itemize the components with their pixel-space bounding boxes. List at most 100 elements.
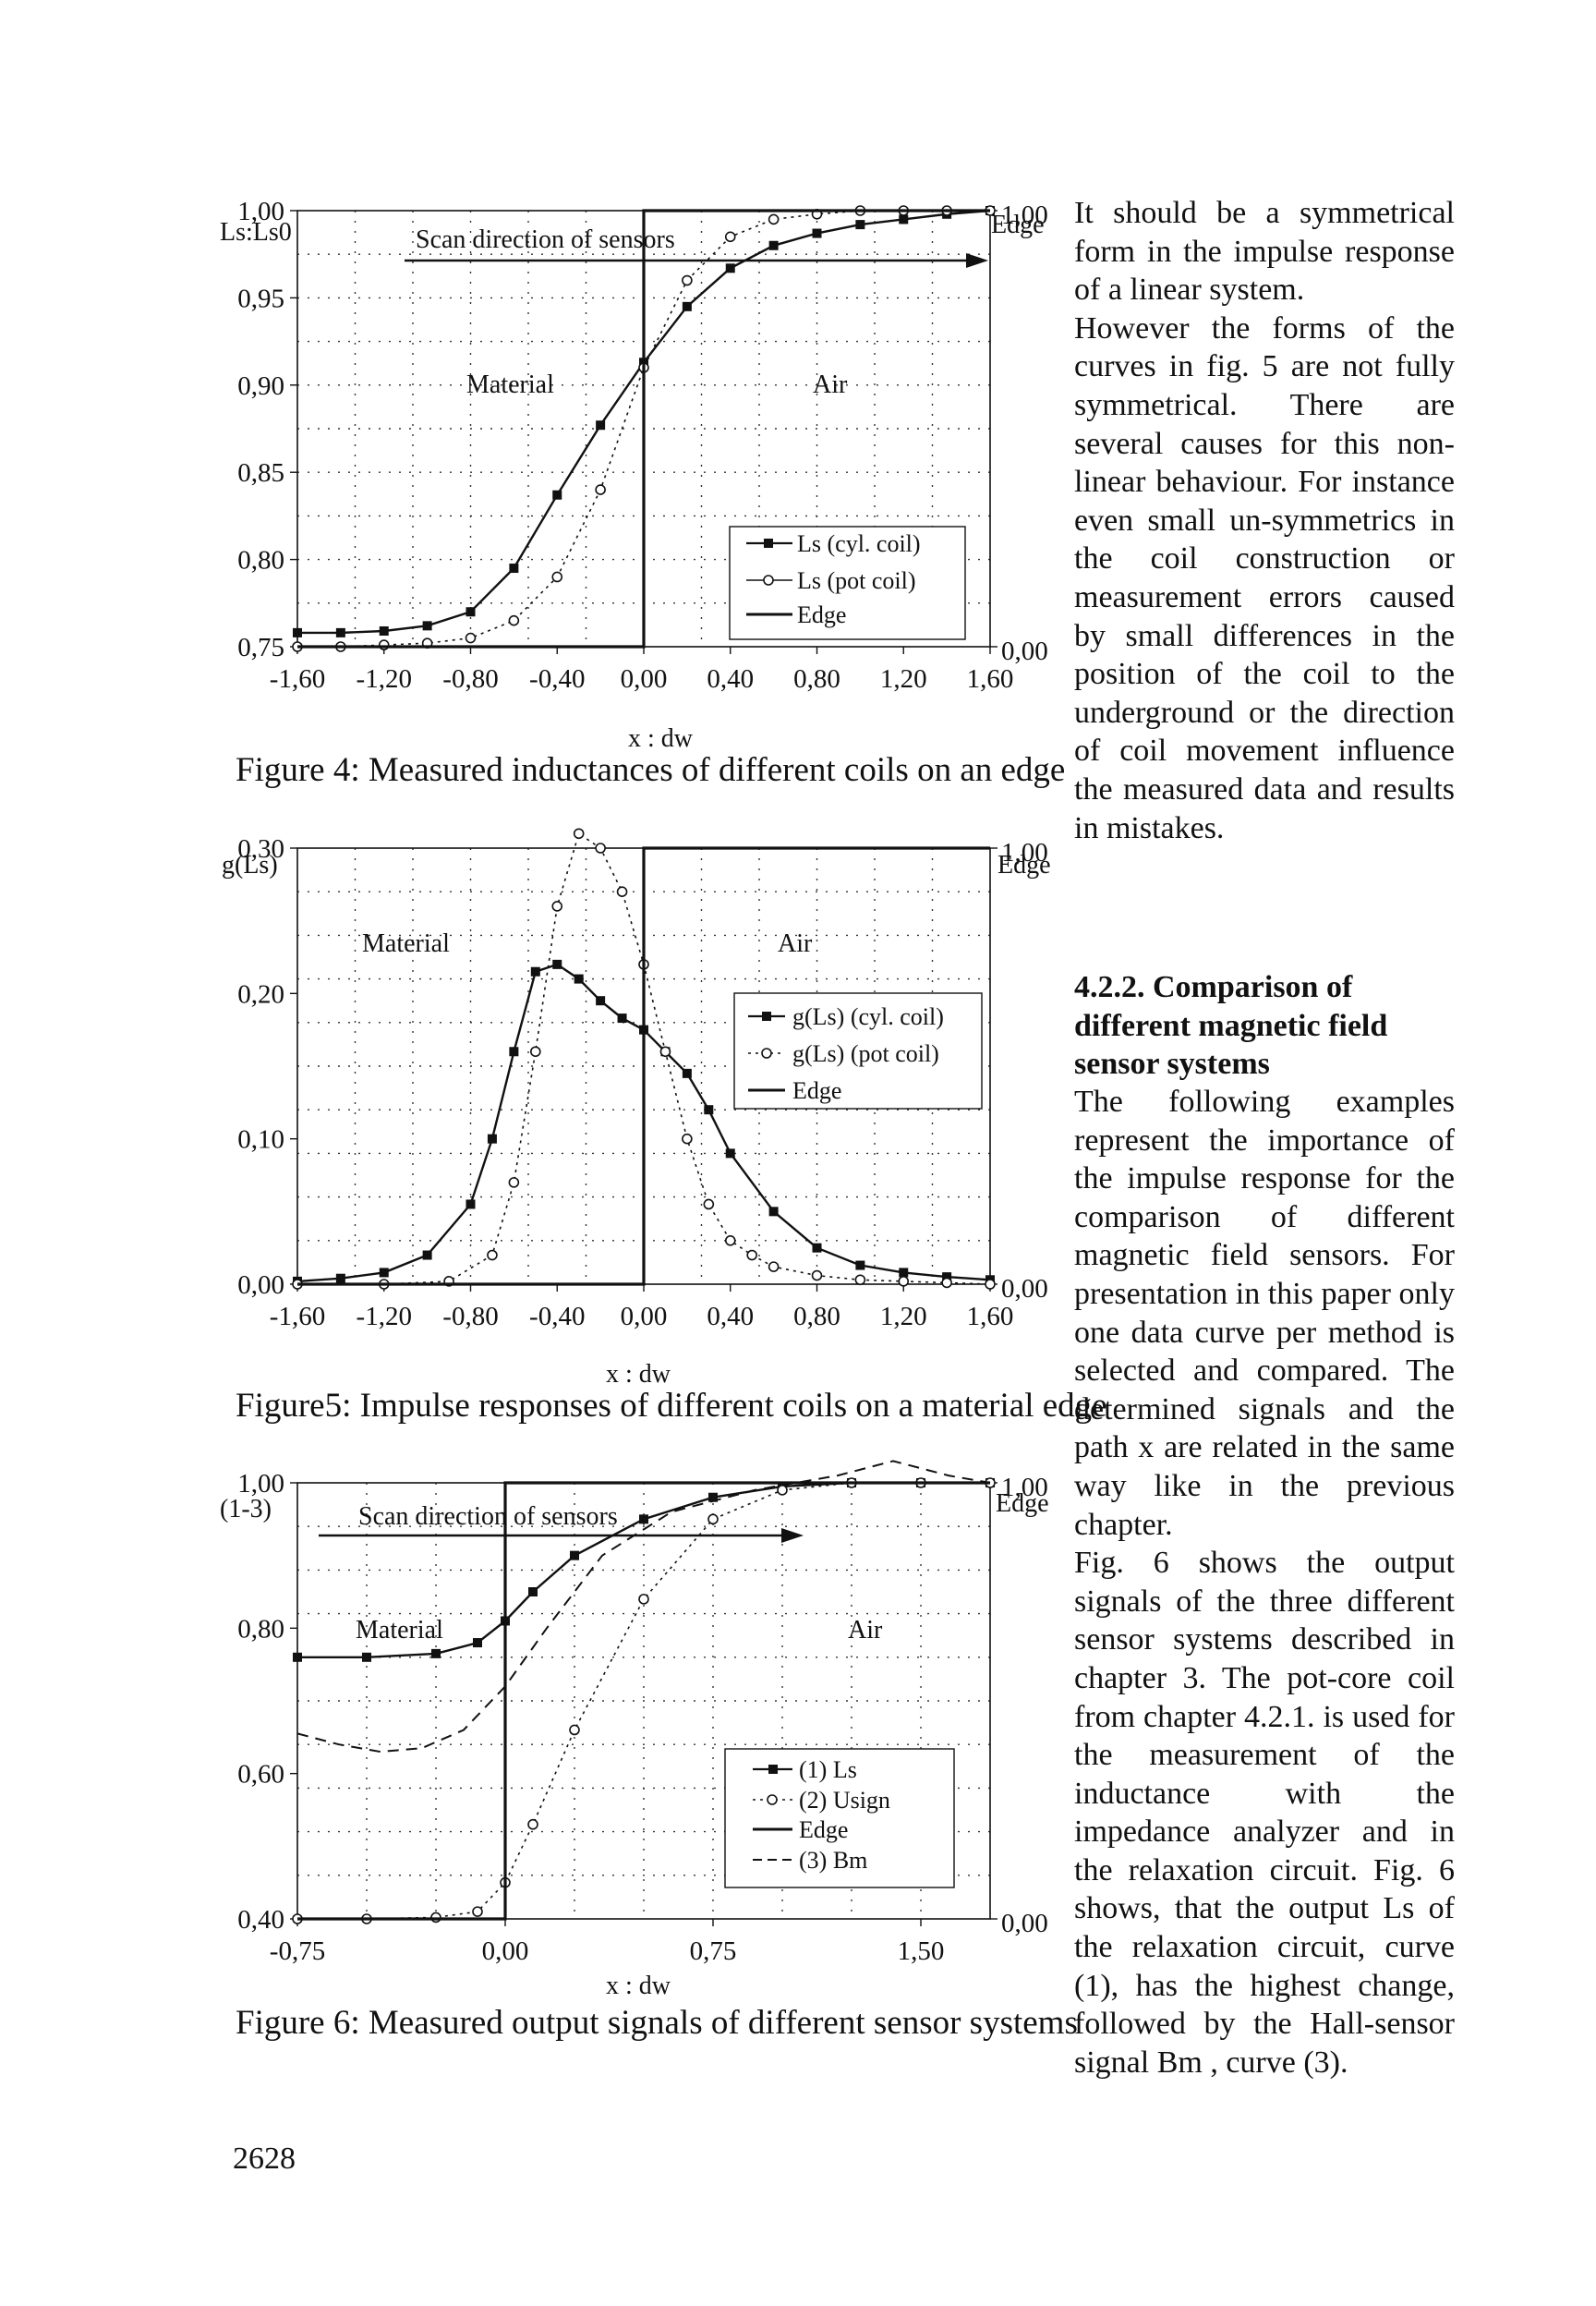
data-point-square xyxy=(362,1652,371,1662)
figure-5-y-axis-label: g(Ls) xyxy=(222,851,278,880)
data-point-circle xyxy=(768,213,780,225)
figure-6-region-material: Material xyxy=(356,1616,443,1645)
x-tick-label: 0,75 xyxy=(690,1936,737,1966)
section-heading: 4.2.2. Comparison of different magnetic … xyxy=(1074,970,1388,1082)
data-point-square xyxy=(596,996,606,1006)
x-tick-label: -1,60 xyxy=(270,1302,325,1331)
figure-5-legend: g(Ls) (cyl. coil) g(Ls) (pot coil) Edge xyxy=(733,992,983,1110)
x-tick-label: 0,00 xyxy=(621,664,668,694)
figure-4-legend-item-3: Edge xyxy=(797,601,846,628)
figure-6-caption: Figure 6: Measured output signals of dif… xyxy=(236,2004,1078,2042)
figure-5-legend-item-2: g(Ls) (pot coil) xyxy=(792,1040,939,1067)
y-tick-label: 0,10 xyxy=(237,1125,284,1155)
x-tick-label: 1,20 xyxy=(880,664,927,694)
data-point-square xyxy=(431,1648,441,1658)
paragraph-3: The following examples represent the imp… xyxy=(1074,1085,1455,1542)
data-point-square xyxy=(704,1105,714,1115)
data-point-square xyxy=(812,228,822,238)
series-line-4 xyxy=(297,1481,990,1921)
data-point-square xyxy=(422,1250,432,1260)
figure-4-series xyxy=(292,205,996,652)
y-tick-label: 0,60 xyxy=(237,1760,284,1790)
figure-4-scan-annotation: Scan direction of sensors xyxy=(416,225,675,254)
data-point-circle xyxy=(595,843,606,854)
x-tick-label: 0,80 xyxy=(793,1302,840,1331)
data-point-square xyxy=(379,626,389,637)
data-point-circle xyxy=(777,1485,788,1496)
figure-4-legend: Ls (cyl. coil) Ls (pot coil) Edge xyxy=(729,526,966,640)
data-point-circle xyxy=(724,231,736,243)
y-tick-label: 0,20 xyxy=(237,979,284,1009)
data-point-circle xyxy=(551,571,563,583)
figure-5-region-air: Air xyxy=(778,929,813,958)
data-point-circle xyxy=(682,274,693,286)
figure-5-caption: Figure5: Impulse responses of different … xyxy=(236,1387,1107,1425)
x-tick-label: -0,80 xyxy=(442,1302,498,1331)
figure-6-legend-item-2: (2) Usign xyxy=(799,1787,890,1814)
data-point-square xyxy=(899,1268,909,1278)
series-line-3 xyxy=(297,846,990,1286)
paragraph-2: However the forms of the curves in fig. … xyxy=(1074,310,1455,845)
data-point-circle xyxy=(659,1046,671,1058)
y2-tick-label: 0,00 xyxy=(1001,637,1048,666)
data-point-square xyxy=(855,1260,865,1270)
figure-4-region-air: Air xyxy=(813,370,848,399)
data-point-circle xyxy=(569,1724,580,1736)
data-point-circle xyxy=(472,1906,483,1917)
data-point-circle xyxy=(573,828,585,840)
figure-4-legend-item-1: Ls (cyl. coil) xyxy=(797,530,921,557)
data-point-square xyxy=(466,607,476,617)
x-tick-label: 1,60 xyxy=(967,1302,1014,1331)
data-point-square xyxy=(768,240,779,250)
data-point-square xyxy=(293,1652,302,1662)
data-point-circle xyxy=(724,1235,736,1246)
y-tick-label: 0,85 xyxy=(237,458,284,488)
data-point-square xyxy=(530,966,540,977)
y-tick-label: 1,00 xyxy=(237,197,284,226)
figure-4-legend-item-2: Ls (pot coil) xyxy=(797,567,916,594)
right-column-text-top: It should be a symmetrical form in the i… xyxy=(1074,194,1455,847)
x-tick-label: 0,00 xyxy=(482,1936,529,1966)
data-point-square xyxy=(725,1148,735,1159)
figure-6-region-air: Air xyxy=(848,1616,883,1645)
x-tick-label: 1,60 xyxy=(967,664,1014,694)
data-point-circle xyxy=(465,632,477,644)
data-point-circle xyxy=(595,484,606,495)
page-number: 2628 xyxy=(233,2142,296,2176)
figure-6-legend-item-1: (1) Ls xyxy=(799,1756,857,1783)
y-tick-label: 0,40 xyxy=(237,1905,284,1935)
data-point-circle xyxy=(638,1594,649,1605)
figure-6-legend-item-4: (3) Bm xyxy=(799,1847,867,1874)
data-point-square xyxy=(639,1514,648,1524)
data-point-circle xyxy=(941,1277,952,1289)
data-point-circle xyxy=(508,1177,520,1188)
data-point-square xyxy=(855,220,865,230)
figure-6-grid xyxy=(297,1483,990,1919)
data-point-square xyxy=(725,263,735,273)
y-tick-label: 0,95 xyxy=(237,284,284,313)
data-point-square xyxy=(422,621,432,631)
figure-6-x-axis-label: x : dw xyxy=(606,1972,671,2000)
data-point-circle xyxy=(487,1249,498,1261)
data-point-square xyxy=(509,564,519,574)
data-point-circle xyxy=(707,1513,719,1525)
data-point-circle xyxy=(854,1274,866,1286)
x-tick-label: 0,00 xyxy=(621,1302,668,1331)
data-point-square xyxy=(487,1134,497,1144)
data-point-circle xyxy=(530,1046,541,1058)
data-point-circle xyxy=(768,1261,780,1272)
data-point-square xyxy=(335,627,345,637)
y-tick-label: 0,80 xyxy=(237,546,284,576)
y-tick-label: 0,75 xyxy=(237,633,284,662)
figure-4-scan-arrowhead xyxy=(966,253,988,268)
y-tick-label: 0,90 xyxy=(237,371,284,401)
figure-4-right-axis-label: Edge xyxy=(991,211,1045,239)
data-point-circle xyxy=(703,1198,715,1210)
x-tick-label: 0,40 xyxy=(707,664,754,694)
figure-6-legend: (1) Ls (2) Usign Edge (3) Bm xyxy=(724,1748,955,1888)
data-point-square xyxy=(617,1013,627,1024)
data-point-circle xyxy=(508,614,520,626)
figure-6-y-axis-label: (1-3) xyxy=(220,1495,272,1523)
